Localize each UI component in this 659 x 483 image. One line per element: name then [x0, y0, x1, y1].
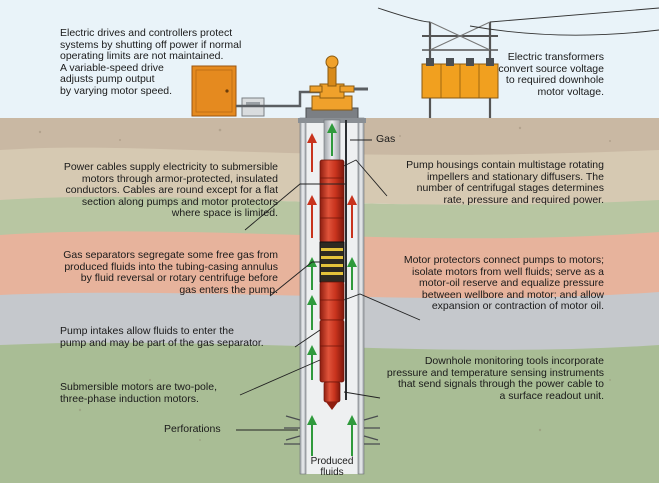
label-line: Pump intakes allow fluids to enter the — [60, 325, 234, 337]
label-downhole-monitoring: Downhole monitoring tools incorporate pr… — [368, 355, 604, 402]
label-line: Power cables supply electricity to subme… — [63, 161, 278, 173]
label-line: Perforations — [164, 423, 221, 435]
label-line: convert source voltage — [498, 62, 604, 75]
label-line: produced fluids into the tubing-casing a… — [64, 260, 278, 273]
perforations — [284, 415, 380, 445]
label-line: impellers and stationary diffusers. The — [426, 170, 604, 183]
label-electric-drives: Electric drives and controllers protect … — [60, 27, 242, 97]
label-line: A variable-speed drive — [60, 61, 164, 74]
label-line: to required downhole — [505, 74, 604, 86]
power-lines — [377, 7, 659, 36]
label-line: Submersible motors are two-pole, — [60, 381, 217, 393]
label-line: between wellbore and motor; and allow — [421, 288, 604, 301]
label-line: Produced — [310, 456, 354, 467]
electric-transformers — [421, 21, 499, 118]
label-motor-protectors: Motor protectors connect pumps to motors… — [376, 254, 604, 313]
label-line: rate, pressure and required power. — [443, 193, 604, 206]
wellhead — [305, 55, 368, 121]
label-line: operating limits are not maintained. — [60, 50, 224, 62]
label-line: motors through armor-protected, insulate… — [81, 172, 278, 185]
label-gas-separators: Gas separators segregate some free gas f… — [30, 249, 278, 296]
label-line: Electric transformers — [507, 51, 604, 63]
label-perforations: Perforations — [164, 423, 221, 436]
label-line: by fluid reversal or rotary centrifuge b… — [80, 272, 278, 284]
label-line: three-phase induction motors. — [60, 392, 199, 405]
esp-string — [319, 159, 345, 410]
pump-upper — [319, 159, 345, 243]
label-line: motor-oil reserve and equalize pressure — [418, 277, 604, 289]
motor — [319, 319, 345, 383]
label-line: a surface readout unit. — [499, 389, 604, 402]
label-transformers: Electric transformers convert source vol… — [488, 51, 604, 98]
label-line: Pump housings contain multistage rotatin… — [406, 159, 604, 171]
label-line: Gas — [376, 133, 396, 145]
label-submersible-motors: Submersible motors are two-pole, three-p… — [60, 381, 217, 405]
leader-lines — [236, 139, 421, 431]
label-produced-fluids: Produced fluids — [296, 456, 368, 478]
label-pump-housings: Pump housings contain multistage rotatin… — [378, 159, 604, 206]
flow-arrows — [307, 123, 357, 456]
label-line: pressure and temperature sensing instrum… — [386, 366, 604, 379]
label-line: isolate motors from well fluids; serve a… — [412, 265, 604, 278]
downhole-sensor — [323, 381, 341, 403]
label-line: gas enters the pump. — [179, 283, 278, 296]
label-pump-intakes: Pump intakes allow fluids to enter the p… — [60, 325, 264, 349]
label-line: Gas separators segregate some free gas f… — [63, 249, 278, 261]
label-line: Downhole monitoring tools incorporate — [424, 355, 604, 367]
label-power-cables: Power cables supply electricity to subme… — [30, 161, 278, 220]
protector — [319, 281, 345, 321]
label-line: number of centrifugal stages determines — [416, 182, 604, 194]
label-line: expansion or contraction of motor oil. — [431, 300, 604, 312]
label-line: Motor protectors connect pumps to motors… — [403, 254, 604, 266]
label-line: fluids — [320, 467, 344, 478]
label-line: section along pumps and motor protectors — [81, 195, 278, 208]
label-line: adjusts pump output — [60, 73, 155, 85]
label-line: pump and may be part of the gas separato… — [60, 336, 264, 349]
label-line: conductors. Cables are round except for … — [65, 184, 278, 196]
label-line: that send signals through the power cabl… — [397, 378, 604, 390]
label-gas: Gas — [376, 133, 396, 146]
label-line: systems by shutting off power if normal — [60, 38, 242, 51]
label-line: motor voltage. — [537, 85, 604, 98]
label-line: by varying motor speed. — [60, 84, 173, 97]
label-line: Electric drives and controllers protect — [60, 27, 233, 39]
label-line: where space is limited. — [171, 207, 278, 219]
